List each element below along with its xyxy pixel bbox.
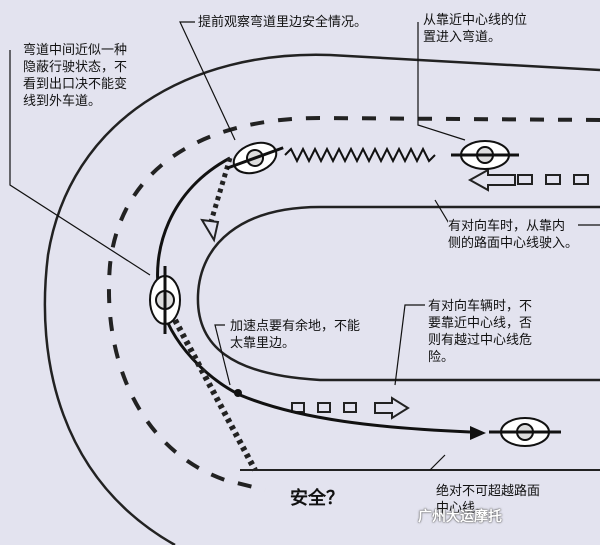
annotation-safe: 安全？ bbox=[290, 488, 344, 509]
motorcycle-icon bbox=[149, 266, 181, 334]
annotation-observe: 提前观察弯道里边安全情况。 bbox=[198, 14, 368, 31]
annotation-accelerate: 加速点要有余地，不能 太靠里边。 bbox=[230, 318, 361, 352]
oncoming-arrow-icon bbox=[467, 168, 516, 192]
forward-arrow-icon bbox=[374, 396, 410, 420]
unsafe-arrowhead bbox=[200, 218, 220, 243]
road-outer-edge bbox=[43, 53, 600, 545]
center-line-lower bbox=[291, 402, 357, 413]
outer-lane-dashes bbox=[107, 115, 600, 492]
annotation-oncoming-inner: 有对向车时，从靠内 侧的路面中心线驶入。 bbox=[448, 218, 579, 252]
acceleration-point bbox=[234, 389, 242, 397]
motorcycle-icon bbox=[451, 140, 519, 170]
zigzag-line bbox=[284, 146, 436, 164]
road-inner-edge bbox=[196, 205, 600, 382]
annotation-inner-curve: 弯道中间近似一种 隐蔽行驶状态，不 看到出口决不能变 线到外车道。 bbox=[23, 42, 128, 110]
center-line-upper bbox=[517, 174, 589, 185]
motorcycle-icon bbox=[489, 417, 561, 447]
riding-line-arrowhead bbox=[470, 426, 486, 440]
unsafe-direction-line bbox=[207, 157, 233, 226]
motorcycle-icon bbox=[226, 141, 284, 175]
watermark: 广州大运摩托 bbox=[418, 509, 502, 525]
annotation-no-cross: 绝对不可超越路面 中心线。 bbox=[436, 483, 541, 517]
riding-line bbox=[156, 156, 471, 434]
annotation-enter-center: 从靠近中心线的位 置进入弯道。 bbox=[423, 12, 528, 46]
annotation-oncoming-center: 有对向车辆时，不 要靠近中心线，否 则有越过中心线危 险。 bbox=[428, 298, 533, 366]
